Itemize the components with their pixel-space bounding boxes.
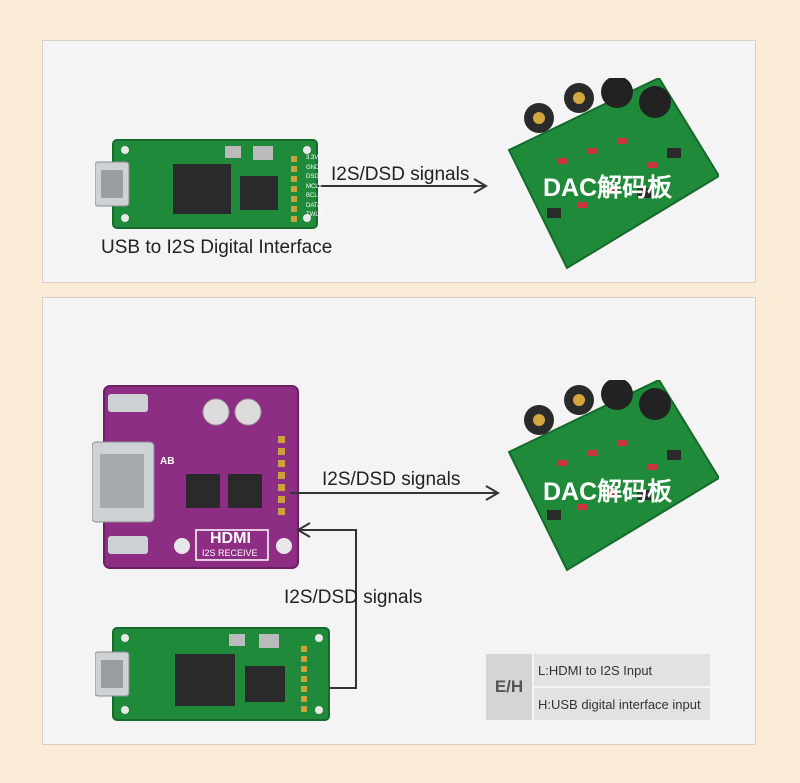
eh-title: E/H xyxy=(486,654,532,720)
hdmi-logo: HDMI xyxy=(210,530,251,547)
pin-label: GND xyxy=(306,164,320,171)
usb-interface-board-top xyxy=(95,139,318,229)
usb-interface-board-bottom xyxy=(95,627,330,721)
hdmi-sub-label: I2S RECEIVE xyxy=(202,548,258,558)
signal-label-bottom-right: I2S/DSD signals xyxy=(322,469,461,490)
eh-row-h: H:USB digital interface input xyxy=(534,688,710,720)
pin-label: 3.3V xyxy=(306,155,319,161)
arrow-right-top xyxy=(318,178,488,194)
dac-board-top xyxy=(507,78,719,270)
pin-label: TWL.C xyxy=(306,212,325,218)
dac-board-bottom xyxy=(507,380,719,572)
signal-label-bottom-vertical: I2S/DSD signals xyxy=(284,587,423,608)
dac-label-top: DAC解码板 xyxy=(543,174,673,202)
eh-row-l: L:HDMI to I2S Input xyxy=(534,654,710,686)
hdmi-i2s-board xyxy=(92,385,299,569)
arrow-right-bottom xyxy=(290,485,500,501)
usb-pin-labels: 3.3V GND DSDE MCLK BCLK DATA TWL.C xyxy=(306,154,325,221)
eh-legend: E/H L:HDMI to I2S Input H:USB digital in… xyxy=(486,654,710,720)
hdmi-ab-label: AB xyxy=(160,456,175,467)
pin-label: DSDE xyxy=(306,174,323,180)
interface-caption: USB to I2S Digital Interface xyxy=(101,237,333,258)
pin-label: BCLK xyxy=(306,193,322,199)
connector-arrow-vertical xyxy=(296,522,357,689)
pin-label: MCLK xyxy=(306,183,323,190)
signal-label-top: I2S/DSD signals xyxy=(331,164,470,185)
pin-label: DATA xyxy=(306,202,322,209)
dac-label-bottom: DAC解码板 xyxy=(543,478,673,506)
